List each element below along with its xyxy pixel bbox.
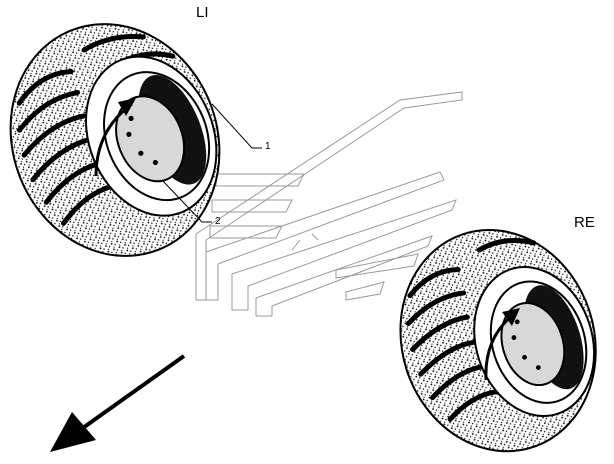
callout-1-label: 1	[265, 141, 271, 152]
left-hub-bolt-holes	[126, 115, 158, 166]
right-rotation-arrow	[484, 308, 520, 381]
left-wheel-li	[9, 23, 221, 257]
callout-2-leader	[161, 179, 212, 223]
left-wheel-label: LI	[196, 4, 209, 21]
left-rotation-arrow	[94, 98, 136, 177]
right-wheel-re	[399, 229, 597, 453]
callout-2-label: 2	[215, 216, 221, 227]
right-tire-tread-lugs	[405, 237, 537, 422]
right-wheel-label: RE	[574, 214, 595, 231]
left-tire-tread-lugs	[16, 33, 176, 226]
travel-direction-arrow	[50, 354, 186, 452]
right-hub-bolt-holes	[511, 319, 541, 370]
callout-1-leader	[211, 103, 262, 149]
manufacturer-logo-watermark	[195, 91, 463, 317]
